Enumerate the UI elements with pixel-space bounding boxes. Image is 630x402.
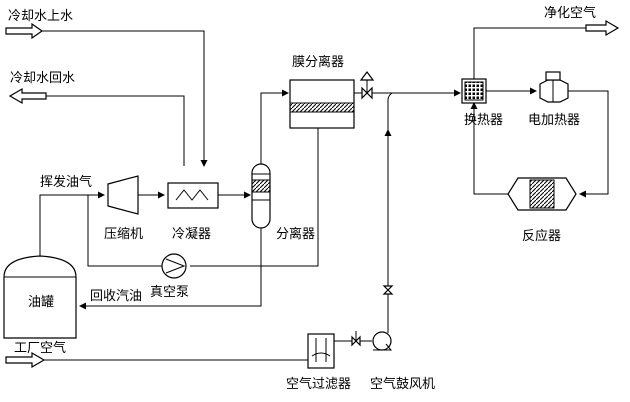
heat-exchanger — [461, 78, 487, 104]
vacuum-return-line — [87, 195, 162, 267]
oil-tank — [3, 255, 77, 339]
separator-to-membrane-line — [260, 89, 289, 164]
clean-air-arrow — [585, 19, 620, 37]
cooling-water-return-line — [46, 95, 185, 166]
cooling-water-out-arrow — [8, 87, 47, 105]
label-vacuum-pump: 真空泵 — [150, 285, 189, 300]
reactor-to-hx-line — [470, 102, 508, 195]
air-blower — [372, 331, 393, 351]
permeate-line — [190, 128, 319, 267]
label-cooling-water-out: 冷却水回水 — [10, 71, 75, 86]
cooling-water-in-arrow — [5, 22, 44, 40]
label-clean-air: 净化空气 — [544, 5, 596, 21]
heater-to-reactor-line — [568, 90, 609, 198]
label-electric-heater: 电加热器 — [528, 113, 580, 128]
volatile-gas-line — [39, 191, 105, 256]
blower-outlet-valve — [382, 285, 394, 295]
label-heat-exchanger: 换热器 — [464, 113, 503, 128]
cooling-water-supply-line — [42, 30, 208, 167]
blower-to-main-line — [387, 92, 398, 333]
label-air-blower: 空气鼓风机 — [370, 376, 435, 392]
electric-heater — [539, 71, 569, 103]
separator-column — [251, 163, 271, 229]
label-compressor: 压缩机 — [104, 226, 143, 242]
label-separator: 分离器 — [276, 226, 315, 242]
label-membrane-separator: 膜分离器 — [292, 54, 344, 70]
clean-air-line — [473, 27, 586, 79]
condenser — [167, 182, 219, 209]
label-condenser: 冷凝器 — [172, 226, 211, 242]
label-air-filter: 空气过滤器 — [286, 376, 351, 392]
label-recovered-oil: 回收汽油 — [90, 289, 142, 304]
blower-inlet-valve — [351, 331, 361, 347]
reactor — [507, 177, 577, 211]
factory-air-arrow — [5, 351, 46, 369]
membrane-separator — [289, 79, 355, 129]
recovered-oil-line — [79, 228, 262, 310]
label-factory-air: 工厂空气 — [14, 340, 66, 356]
compressor — [107, 175, 139, 215]
label-volatile-gas: 挥发油气 — [40, 174, 92, 190]
vacuum-pump — [161, 253, 187, 279]
label-reactor: 反应器 — [522, 228, 561, 244]
label-oil-tank: 油罐 — [28, 295, 54, 310]
label-cooling-water-in: 冷却水上水 — [8, 9, 73, 24]
control-valve — [359, 71, 375, 100]
air-filter — [307, 333, 335, 369]
